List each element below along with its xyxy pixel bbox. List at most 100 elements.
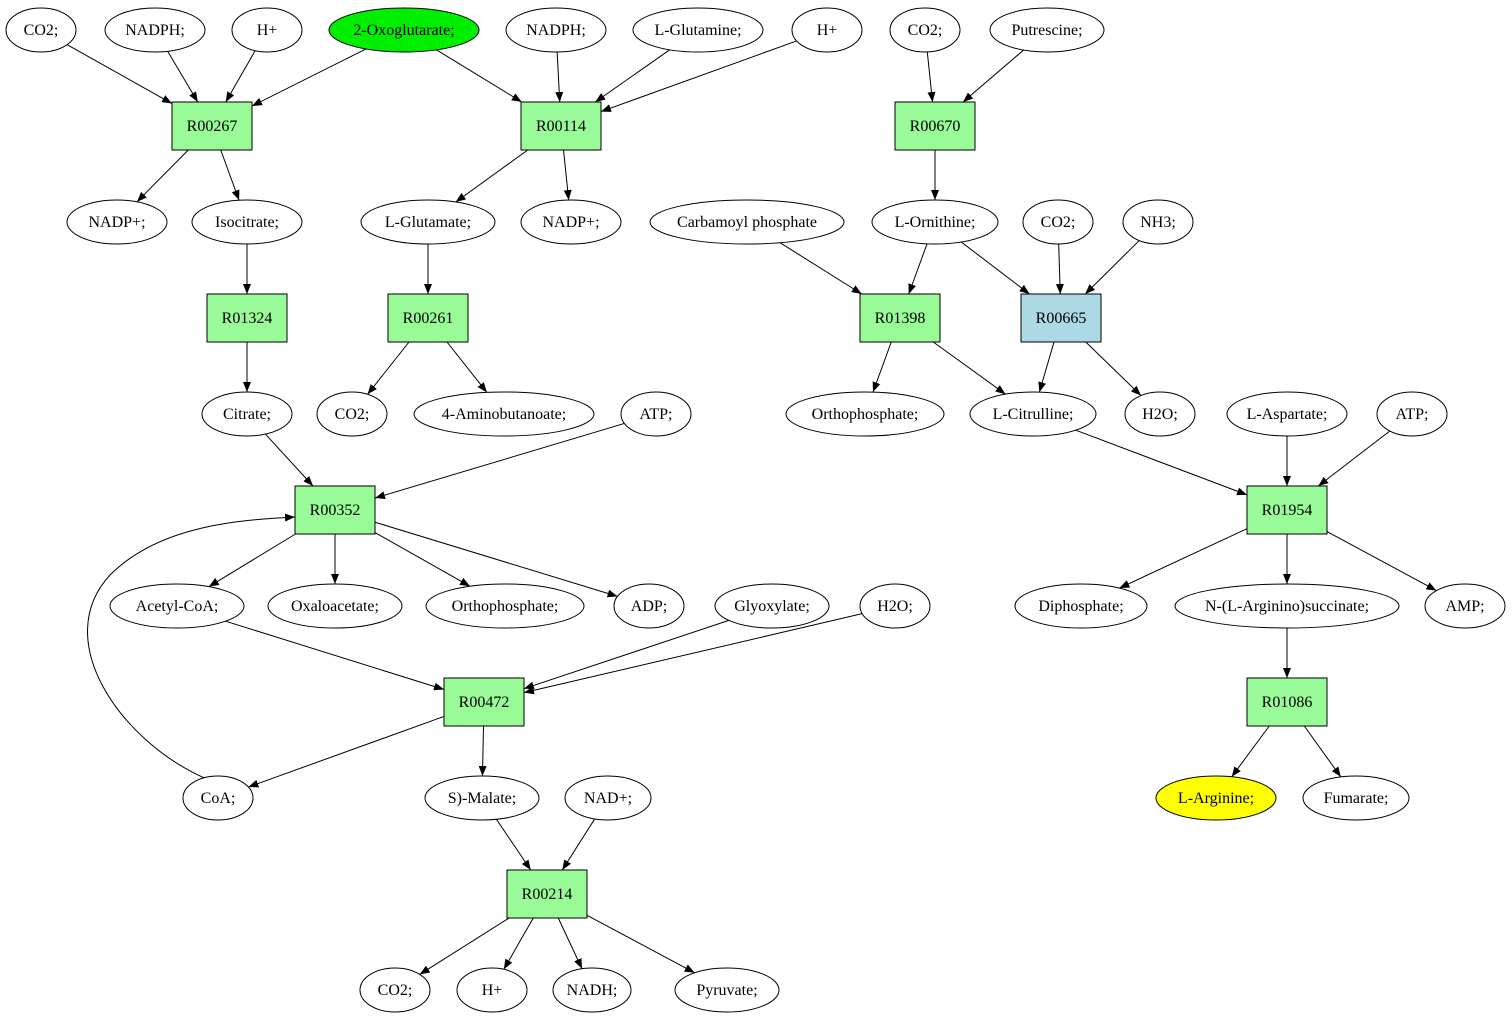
metabolite-node-co2-b[interactable]: CO2; xyxy=(889,7,961,53)
reaction-node-r00665[interactable]: R00665 xyxy=(1020,293,1102,343)
metabolite-node-aminobutanoate[interactable]: 4-Aminobutanoate; xyxy=(413,391,595,437)
metabolite-label: NADH; xyxy=(567,982,618,999)
reaction-node-r00261[interactable]: R00261 xyxy=(387,293,469,343)
metabolite-node-lornithine[interactable]: L-Ornithine; xyxy=(871,199,999,245)
metabolite-node-nadph-a[interactable]: NADPH; xyxy=(104,7,206,53)
reaction-node-r00114[interactable]: R00114 xyxy=(520,101,602,151)
edge-citrate-to-R00352 xyxy=(265,433,314,487)
metabolite-node-lglutamine[interactable]: L-Glutamine; xyxy=(632,7,764,53)
edge-oxoglutarate-to-R00114 xyxy=(436,49,523,103)
metabolite-node-nadph-b[interactable]: NADPH; xyxy=(505,7,607,53)
metabolite-node-lcitrulline[interactable]: L-Citrulline; xyxy=(969,391,1097,437)
metabolite-node-nh3[interactable]: NH3; xyxy=(1122,199,1194,245)
reaction-label: R01324 xyxy=(222,310,273,327)
edge-coa-to-R00352 xyxy=(87,513,296,779)
metabolite-node-h2o-b[interactable]: H2O; xyxy=(859,583,931,629)
metabolite-node-atp-a[interactable]: ATP; xyxy=(620,391,692,437)
edge-R00214-to-nadh xyxy=(557,917,583,969)
metabolite-node-arginosuccinate[interactable]: N-(L-Arginino)succinate; xyxy=(1174,583,1400,629)
metabolite-node-co2-e[interactable]: CO2; xyxy=(359,967,431,1013)
edge-R00214-to-pyruvate xyxy=(586,914,695,974)
metabolite-ellipse xyxy=(674,967,780,1013)
metabolite-label: CO2; xyxy=(908,22,943,39)
metabolite-node-glyoxylate[interactable]: Glyoxylate; xyxy=(714,583,830,629)
metabolite-node-citrate[interactable]: Citrate; xyxy=(201,391,293,437)
reaction-node-r00352[interactable]: R00352 xyxy=(294,485,376,535)
metabolite-ellipse xyxy=(649,199,845,245)
metabolite-node-adp[interactable]: ADP; xyxy=(613,583,685,629)
metabolite-node-nad[interactable]: NAD+; xyxy=(564,775,652,821)
edge-acetylcoa-to-R00472 xyxy=(225,620,445,691)
edge-oxoglutarate-to-R00267 xyxy=(251,48,367,107)
metabolite-node-h-b[interactable]: H+ xyxy=(791,7,863,53)
metabolite-label: Oxaloacetate; xyxy=(291,598,379,615)
metabolite-node-co2-a[interactable]: CO2; xyxy=(5,7,77,53)
metabolite-node-lglutamate[interactable]: L-Glutamate; xyxy=(360,199,496,245)
metabolite-ellipse xyxy=(564,775,652,821)
edge-atp_a-to-R00352 xyxy=(374,422,625,500)
metabolite-node-laspartate[interactable]: L-Aspartate; xyxy=(1226,391,1348,437)
reaction-node-r00670[interactable]: R00670 xyxy=(894,101,976,151)
metabolite-node-carbamoyl[interactable]: Carbamoyl phosphate xyxy=(649,199,845,245)
metabolite-node-h2o-a[interactable]: H2O; xyxy=(1124,391,1196,437)
metabolite-label: L-Glutamine; xyxy=(654,22,741,39)
reaction-node-r01398[interactable]: R01398 xyxy=(859,293,941,343)
metabolite-label: CO2; xyxy=(378,982,413,999)
metabolite-ellipse xyxy=(791,7,863,53)
edge-R00114-to-nadp_b xyxy=(563,149,572,201)
reaction-node-r01086[interactable]: R01086 xyxy=(1246,677,1328,727)
edge-R01086-to-larginine xyxy=(1231,725,1270,778)
reaction-label: R01954 xyxy=(1262,502,1313,519)
metabolite-node-nadp-a[interactable]: NADP+; xyxy=(66,199,168,245)
metabolite-node-smalate[interactable]: S)-Malate; xyxy=(424,775,540,821)
metabolite-label: ATP; xyxy=(640,406,673,423)
metabolite-node-putrescine[interactable]: Putrescine; xyxy=(989,7,1105,53)
metabolite-label: N-(L-Arginino)succinate; xyxy=(1205,598,1369,615)
metabolite-node-co2-d[interactable]: CO2; xyxy=(316,391,388,437)
metabolite-label: Diphosphate; xyxy=(1038,598,1123,615)
metabolite-node-co2-c[interactable]: CO2; xyxy=(1022,199,1094,245)
metabolite-node-acetylcoa[interactable]: Acetyl-CoA; xyxy=(109,583,245,629)
metabolite-node-oxaloacetate[interactable]: Oxaloacetate; xyxy=(267,583,403,629)
metabolite-ellipse xyxy=(989,7,1105,53)
metabolite-node-h-a[interactable]: H+ xyxy=(231,7,303,53)
edge-R00267-to-isocitrate xyxy=(220,149,240,201)
metabolite-node-pyruvate[interactable]: Pyruvate; xyxy=(674,967,780,1013)
metabolite-node-nadp-b[interactable]: NADP+; xyxy=(520,199,622,245)
edge-R00352-to-orthophosphate_b xyxy=(374,532,471,587)
metabolite-ellipse xyxy=(505,7,607,53)
metabolite-node-oxoglutarate[interactable]: 2-Oxoglutarate; xyxy=(328,7,480,53)
metabolite-label: Orthophosphate; xyxy=(812,406,919,423)
edge-R00261-to-co2_d xyxy=(367,341,410,395)
metabolite-node-coa[interactable]: CoA; xyxy=(182,775,254,821)
metabolite-label: Glyoxylate; xyxy=(734,598,810,615)
reaction-box xyxy=(387,293,469,343)
reaction-node-r01954[interactable]: R01954 xyxy=(1246,485,1328,535)
metabolite-node-larginine[interactable]: L-Arginine; xyxy=(1155,775,1277,821)
metabolite-node-h-c[interactable]: H+ xyxy=(456,967,528,1013)
metabolite-node-nadh[interactable]: NADH; xyxy=(552,967,632,1013)
metabolite-label: S)-Malate; xyxy=(448,790,516,807)
metabolite-node-orthophosphate-b[interactable]: Orthophosphate; xyxy=(425,583,585,629)
edge-R00214-to-h_c xyxy=(503,917,534,970)
reaction-node-r00267[interactable]: R00267 xyxy=(171,101,253,151)
edge-R01954-to-diphosphate xyxy=(1119,528,1248,589)
metabolite-node-fumarate[interactable]: Fumarate; xyxy=(1302,775,1410,821)
reaction-node-r01324[interactable]: R01324 xyxy=(206,293,288,343)
metabolite-label: NADPH; xyxy=(125,22,185,39)
metabolite-node-isocitrate[interactable]: Isocitrate; xyxy=(191,199,303,245)
metabolite-node-diphosphate[interactable]: Diphosphate; xyxy=(1014,583,1148,629)
metabolite-node-amp[interactable]: AMP; xyxy=(1424,583,1506,629)
edge-nh3-to-R00665 xyxy=(1084,240,1140,295)
metabolite-node-orthophosphate-a[interactable]: Orthophosphate; xyxy=(785,391,945,437)
reaction-label: R01398 xyxy=(875,310,926,327)
edge-co2_c-to-R00665 xyxy=(1055,243,1064,295)
reaction-node-r00472[interactable]: R00472 xyxy=(443,677,525,727)
metabolite-ellipse xyxy=(359,967,431,1013)
reaction-node-r00214[interactable]: R00214 xyxy=(506,869,588,919)
edge-R01086-to-fumarate xyxy=(1303,725,1342,778)
edge-carbamoyl-to-R01398 xyxy=(779,242,863,295)
metabolite-label: Putrescine; xyxy=(1011,22,1082,39)
metabolite-node-atp-b[interactable]: ATP; xyxy=(1376,391,1448,437)
